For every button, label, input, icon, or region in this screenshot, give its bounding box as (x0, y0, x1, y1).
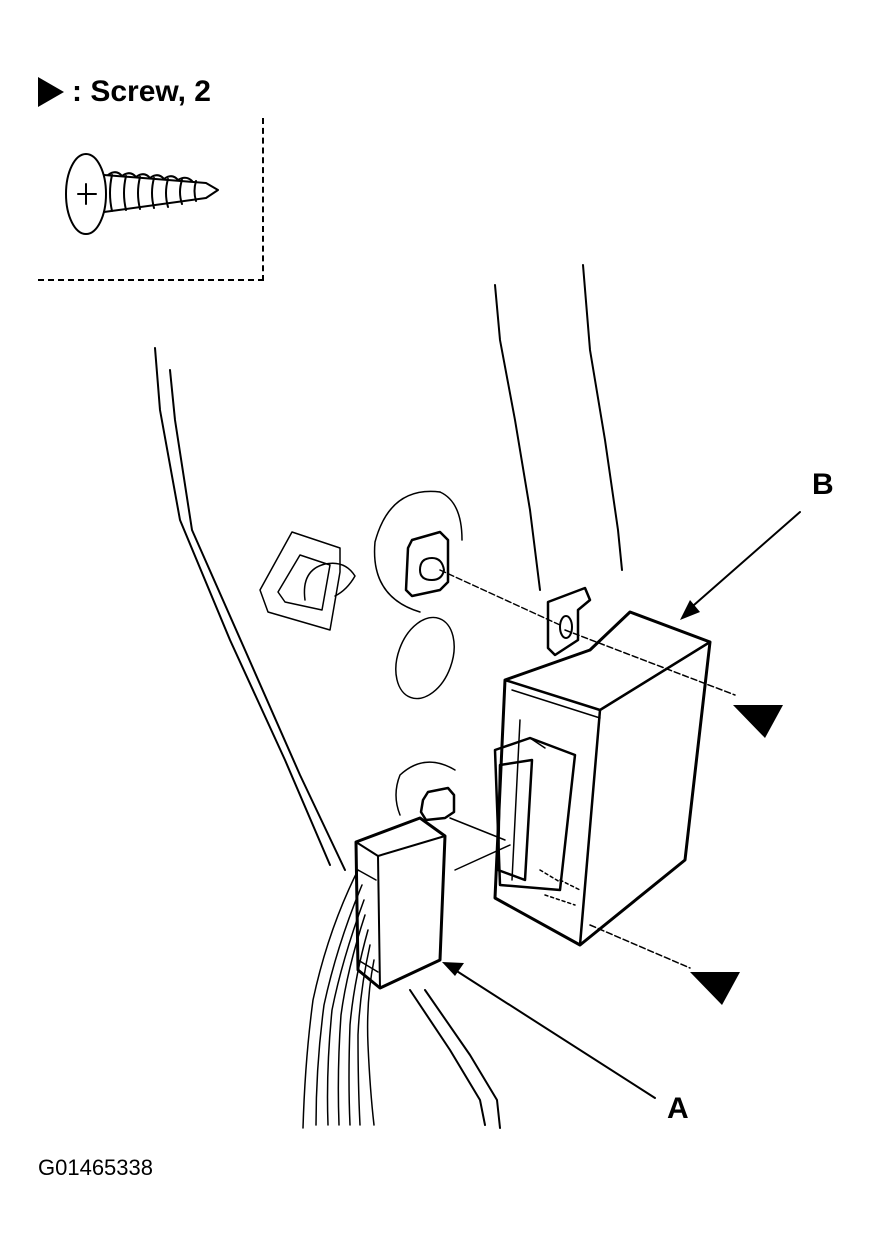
callout-label-a: A (667, 1092, 689, 1125)
callout-label-b: B (812, 468, 834, 501)
screw-marker-lower (690, 972, 740, 1005)
alignment-lines (439, 569, 736, 969)
wire-harness (302, 869, 375, 1129)
screw-icon (65, 153, 219, 235)
screw-marker-upper (733, 705, 783, 738)
upper-mount-boss (373, 490, 463, 700)
panel-bracket (259, 531, 356, 631)
lower-mount-boss (395, 761, 456, 822)
callout-leader-b (680, 511, 801, 620)
harness-connector-a (354, 816, 447, 990)
legend: : Screw, 2 (36, 70, 211, 114)
triangle-marker-icon (38, 77, 64, 107)
callout-leader-a (442, 962, 656, 1099)
screw-inset-frame (38, 118, 264, 281)
legend-text: : Screw, 2 (72, 75, 211, 108)
control-unit-b (493, 586, 712, 947)
figure-id: G01465338 (38, 1155, 153, 1180)
body-panel (154, 264, 623, 1129)
